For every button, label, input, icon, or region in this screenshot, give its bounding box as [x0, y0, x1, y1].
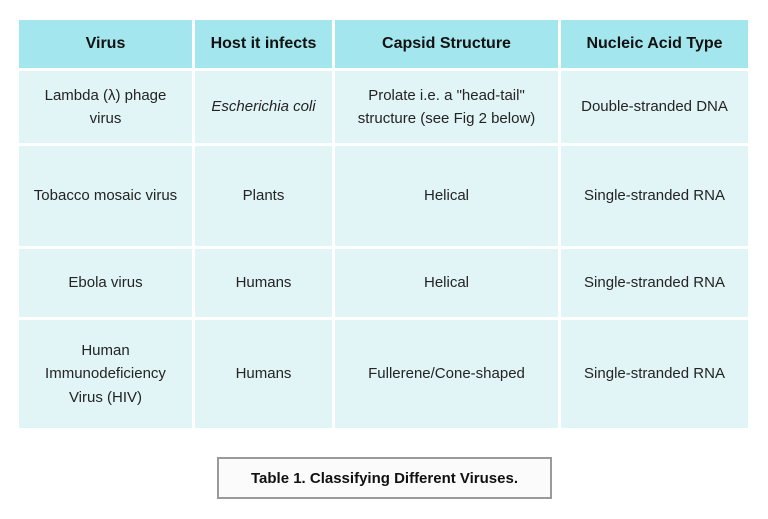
table-caption-box: Table 1. Classifying Different Viruses.	[217, 457, 552, 499]
cell-nucleic: Single-stranded RNA	[561, 146, 748, 246]
cell-host: Plants	[195, 146, 332, 246]
table-row: Tobacco mosaic virus Plants Helical Sing…	[19, 146, 748, 246]
cell-capsid: Prolate i.e. a "head-tail" structure (se…	[335, 71, 558, 143]
header-host: Host it infects	[195, 20, 332, 68]
cell-host: Humans	[195, 249, 332, 317]
cell-virus: Ebola virus	[19, 249, 192, 317]
table-row: Lambda (λ) phage virus Escherichia coli …	[19, 71, 748, 143]
cell-capsid: Helical	[335, 146, 558, 246]
cell-virus: Human Immunodeficiency Virus (HIV)	[19, 320, 192, 428]
cell-nucleic: Double-stranded DNA	[561, 71, 748, 143]
header-virus: Virus	[19, 20, 192, 68]
virus-classification-table: Virus Host it infects Capsid Structure N…	[16, 17, 751, 431]
table-row: Human Immunodeficiency Virus (HIV) Human…	[19, 320, 748, 428]
header-nucleic: Nucleic Acid Type	[561, 20, 748, 68]
cell-capsid: Fullerene/Cone-shaped	[335, 320, 558, 428]
table-row: Ebola virus Humans Helical Single-strand…	[19, 249, 748, 317]
cell-host: Humans	[195, 320, 332, 428]
cell-host: Escherichia coli	[195, 71, 332, 143]
cell-nucleic: Single-stranded RNA	[561, 320, 748, 428]
header-capsid: Capsid Structure	[335, 20, 558, 68]
table-caption: Table 1. Classifying Different Viruses.	[250, 469, 519, 487]
cell-virus: Lambda (λ) phage virus	[19, 71, 192, 143]
table-header-row: Virus Host it infects Capsid Structure N…	[19, 20, 748, 68]
cell-nucleic: Single-stranded RNA	[561, 249, 748, 317]
cell-virus: Tobacco mosaic virus	[19, 146, 192, 246]
cell-capsid: Helical	[335, 249, 558, 317]
